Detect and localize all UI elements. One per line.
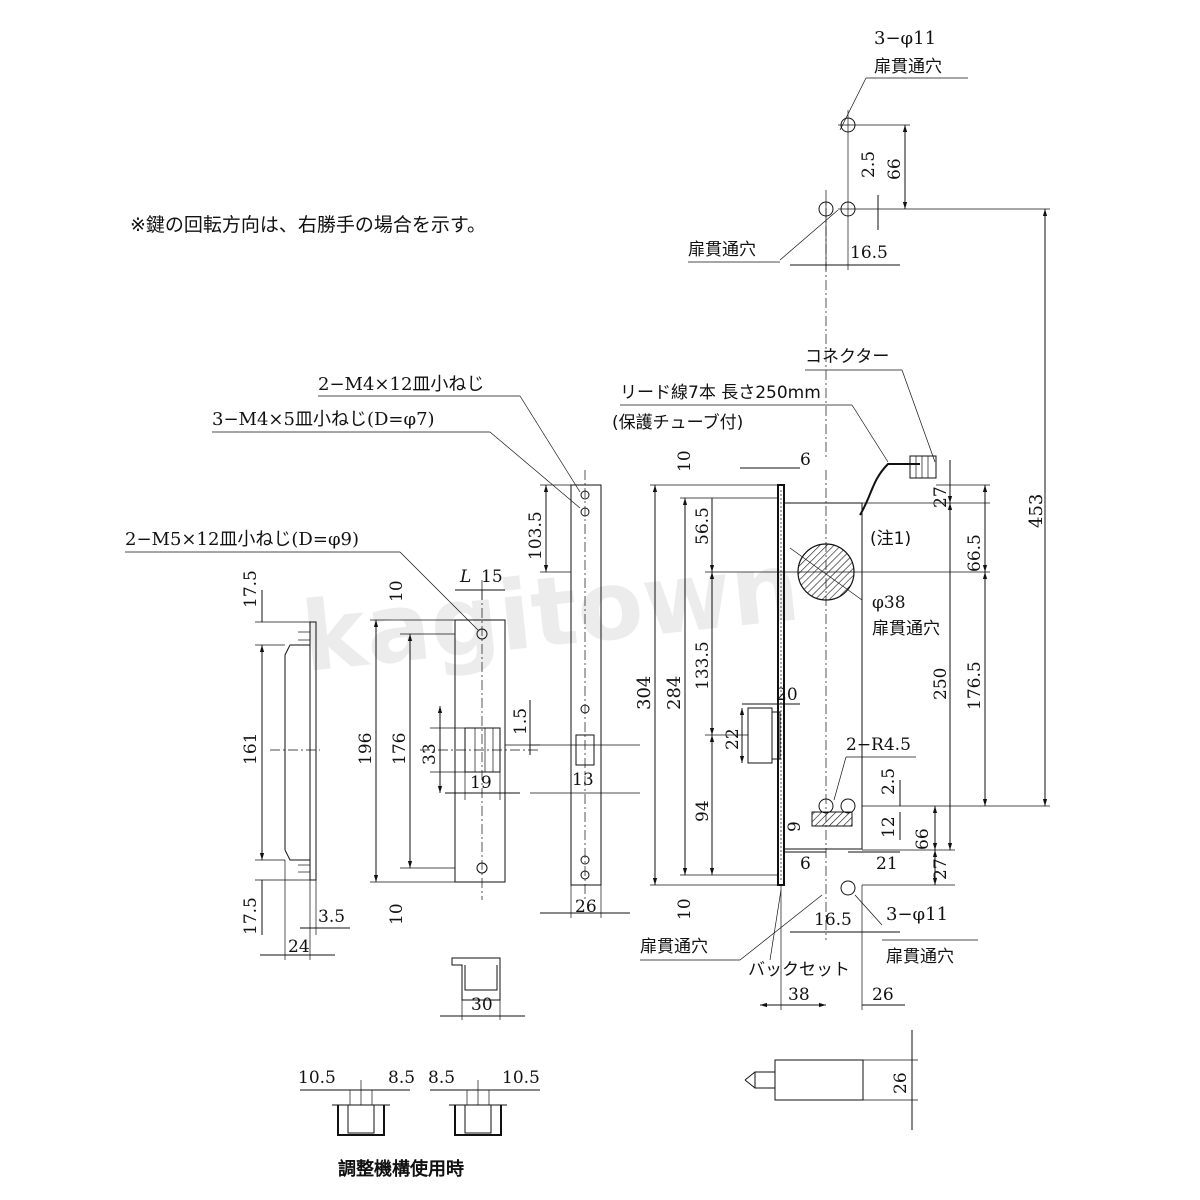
dim-2-5-mid: 2.5 bbox=[879, 768, 899, 795]
lead-wire-label: リード線7本 長さ250mm bbox=[620, 383, 821, 403]
hole-3-phi11-bottom-label: 3−φ11 bbox=[886, 904, 948, 925]
dim-2-5-top: 2.5 bbox=[859, 151, 879, 178]
dim-19: 19 bbox=[470, 773, 492, 793]
door-through-hole-label-bot-right: 扉貫通穴 bbox=[886, 947, 954, 967]
strike-plate bbox=[370, 580, 540, 900]
strike-box-section bbox=[440, 957, 525, 1020]
door-through-hole-label-top: 扉貫通穴 bbox=[874, 57, 942, 77]
dim-27-top: 27 bbox=[931, 486, 951, 508]
screw-m4x12-label: 2−M4×12皿小ねじ bbox=[318, 374, 484, 395]
dim-66-5: 66.5 bbox=[965, 534, 985, 572]
top-hole-view bbox=[688, 77, 1050, 460]
dim-10-mid: 10 bbox=[387, 580, 407, 602]
dim-22: 22 bbox=[723, 728, 743, 750]
dim-24: 24 bbox=[288, 937, 310, 957]
bottom-slot bbox=[811, 811, 853, 827]
lock-case bbox=[783, 502, 863, 850]
strike-box-side bbox=[255, 590, 350, 960]
dim-8-5-b: 8.5 bbox=[428, 1068, 455, 1088]
dim-38: 38 bbox=[788, 985, 810, 1005]
door-through-hole-label-left: 扉貫通穴 bbox=[688, 240, 756, 260]
dim-16-5-bot: 16.5 bbox=[814, 910, 852, 930]
door-through-hole-label-bot-left: 扉貫通穴 bbox=[640, 937, 708, 957]
adjust-mechanism-right bbox=[430, 1080, 540, 1136]
dim-26-right: 26 bbox=[872, 985, 894, 1005]
dim-176: 176 bbox=[390, 733, 410, 765]
dim-26-side: 26 bbox=[575, 897, 597, 917]
adjust-mechanism-caption: 調整機構使用時 bbox=[338, 1158, 464, 1180]
dim-284: 284 bbox=[664, 676, 685, 710]
dim-9: 9 bbox=[785, 821, 805, 832]
dim-L: L bbox=[459, 567, 471, 587]
screw-m4x5-label: 3−M4×5皿小ねじ(D=φ7) bbox=[212, 409, 435, 430]
dim-30: 30 bbox=[471, 995, 493, 1015]
dim-6-top: 6 bbox=[800, 450, 811, 470]
faceplate-side bbox=[530, 470, 640, 918]
dim-10-mid-bot: 10 bbox=[387, 903, 407, 925]
dim-12: 12 bbox=[879, 816, 899, 838]
phi38-label: φ38 bbox=[872, 593, 906, 613]
dim-20: 20 bbox=[776, 685, 798, 705]
dim-15: 15 bbox=[481, 567, 503, 587]
dim-196: 196 bbox=[356, 733, 376, 765]
dim-26-tail: 26 bbox=[891, 1072, 911, 1094]
adjust-mechanism-left bbox=[300, 1080, 410, 1136]
deadbolt-side bbox=[744, 1030, 918, 1130]
dim-17-5-top: 17.5 bbox=[241, 570, 261, 608]
dim-66-r: 66 bbox=[913, 828, 933, 850]
dim-10-top: 10 bbox=[675, 450, 695, 472]
dim-13: 13 bbox=[572, 770, 594, 790]
dim-17-5-bot: 17.5 bbox=[241, 897, 261, 935]
dim-453: 453 bbox=[1026, 494, 1047, 528]
dim-10-bot: 10 bbox=[675, 898, 695, 920]
note1-label: (注1) bbox=[870, 529, 911, 549]
rotation-note: ※鍵の回転方向は、右勝手の場合を示す。 bbox=[130, 214, 486, 236]
hole-3-phi11-top-label: 3−φ11 bbox=[874, 28, 936, 49]
dim-33: 33 bbox=[420, 743, 440, 765]
door-through-hole-label-mid: 扉貫通穴 bbox=[872, 619, 940, 639]
screw-m5x12-label: 2−M5×12皿小ねじ(D=φ9) bbox=[125, 529, 359, 550]
watermark: kagitown bbox=[297, 530, 805, 694]
backset-label: バックセット bbox=[748, 960, 850, 980]
protect-tube-label: (保護チューブ付) bbox=[612, 412, 743, 433]
dim-3-5: 3.5 bbox=[318, 907, 345, 927]
dim-176-5: 176.5 bbox=[965, 661, 985, 710]
dim-161: 161 bbox=[241, 733, 261, 765]
connector-label: コネクター bbox=[805, 347, 889, 367]
dim-56-5: 56.5 bbox=[693, 507, 713, 545]
dim-16-5-top: 16.5 bbox=[850, 243, 888, 263]
connector bbox=[909, 455, 937, 479]
dim-8-5-a: 8.5 bbox=[388, 1068, 415, 1088]
lead-wire bbox=[859, 463, 920, 516]
dim-250: 250 bbox=[931, 668, 951, 700]
dim-27-bot: 27 bbox=[931, 858, 951, 880]
dim-133-5: 133.5 bbox=[693, 641, 713, 690]
dim-103-5: 103.5 bbox=[526, 511, 546, 560]
dim-6-bot: 6 bbox=[800, 854, 811, 874]
dim-304: 304 bbox=[634, 676, 655, 710]
dim-66-top: 66 bbox=[885, 158, 905, 180]
dim-10-5-a: 10.5 bbox=[298, 1068, 336, 1088]
dim-1-5: 1.5 bbox=[511, 708, 531, 735]
dim-10-5-b: 10.5 bbox=[502, 1068, 540, 1088]
deadbolt bbox=[747, 707, 773, 764]
dim-94: 94 bbox=[693, 800, 713, 822]
dim-21: 21 bbox=[876, 854, 898, 874]
r45-label: 2−R4.5 bbox=[846, 735, 911, 755]
